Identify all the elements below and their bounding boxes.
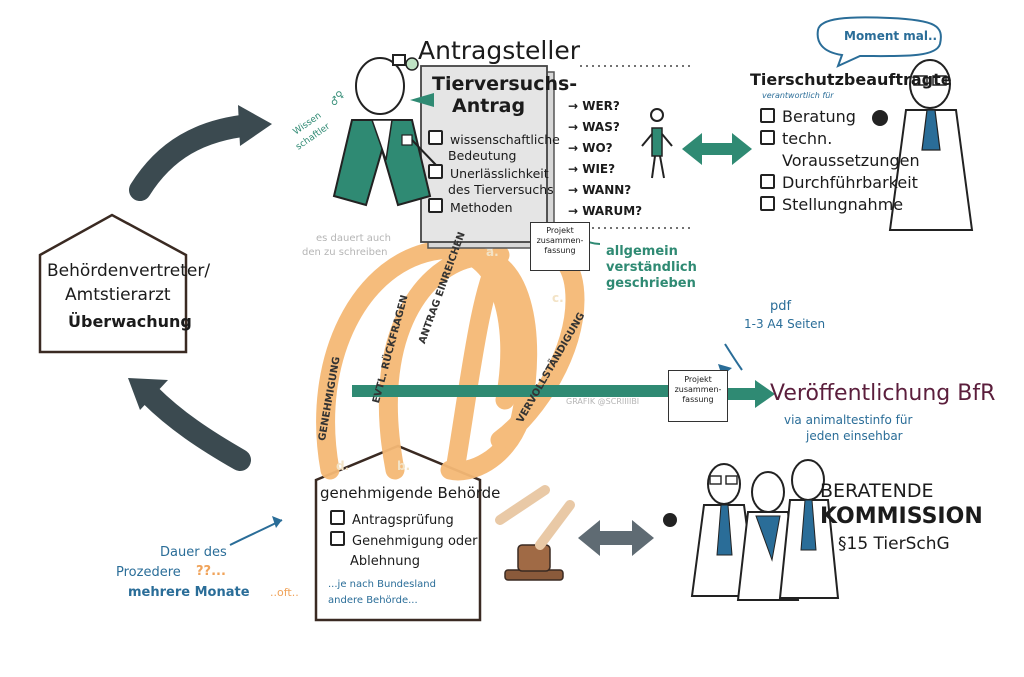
- authority-line3: Überwachung: [68, 312, 192, 331]
- checkbox-icon: [428, 164, 443, 179]
- question-item: → WARUM?: [568, 204, 643, 218]
- speech-text: Moment mal..: [844, 29, 938, 43]
- gavel: [495, 485, 575, 581]
- authority-line1: Behördenvertreter/: [47, 261, 211, 281]
- grey-arrow-bar: [598, 531, 632, 545]
- loop-d: [316, 240, 520, 480]
- pdf-note-2: 1-3 A4 Seiten: [744, 317, 826, 331]
- applicant-title: Antragsteller: [418, 36, 580, 65]
- approving-item: Ablehnung: [350, 554, 420, 569]
- question-item: → WAS?: [568, 120, 620, 134]
- officer-items: Beratung techn. Voraussetzungen Durchfüh…: [760, 106, 920, 216]
- approving-items: Antragsprüfung Genehmigung oder Ablehnun…: [330, 510, 478, 572]
- commission-figures: [663, 459, 840, 601]
- officer-item: Beratung: [760, 106, 920, 128]
- speech-bubble: [816, 16, 942, 68]
- arrow-down-head: [128, 378, 168, 410]
- pdf-arrow: [724, 343, 743, 371]
- commission-line2: KOMMISSION: [820, 504, 983, 529]
- house-outline-left: [38, 213, 188, 354]
- publication-sub-2: jeden einsehbar: [806, 429, 903, 443]
- question-item: → WIE?: [568, 162, 616, 176]
- arrow-up-head: [238, 105, 272, 146]
- scientist-figure: [332, 54, 437, 207]
- officer-title: Tierschutzbeauftragte: [750, 70, 952, 89]
- loop-b-label: b.: [397, 459, 411, 473]
- approving-footnote-1: ...je nach Bundesland: [328, 579, 436, 590]
- duration-line3: mehrere Monate: [128, 585, 250, 600]
- arrow-up-curved: [129, 114, 261, 201]
- double-arrow-bar: [700, 143, 734, 155]
- publication-title: Veröffentlichung BfR: [770, 381, 996, 406]
- question-item: → WO?: [568, 141, 613, 155]
- authority-line2: Amtstierarzt: [65, 285, 171, 305]
- publication-card: Projekt zusammen- fassung: [668, 370, 728, 422]
- duration-line1: Dauer des: [160, 545, 227, 560]
- summary-note: allgemein verständlich geschrieben: [606, 244, 697, 291]
- commission-line1: BERATENDE: [820, 480, 934, 502]
- application-item: Unerlässlichkeit: [428, 164, 560, 182]
- summary-card: Projekt zusammen- fassung: [530, 222, 590, 271]
- duration-line2: Prozedere: [116, 565, 181, 580]
- questions-list: → WER? → WAS? → WO? → WIE? → WANN? → WAR…: [568, 96, 642, 222]
- checkbox-icon: [428, 130, 443, 145]
- grey-arrow-left-head: [578, 520, 600, 556]
- publication-bar: [352, 385, 672, 397]
- application-item: wissenschaftliche: [428, 130, 560, 148]
- application-title-1: Tierversuchs-: [432, 73, 578, 95]
- duration-tail: ..oft..: [270, 586, 299, 599]
- application-item: Bedeutung: [448, 148, 517, 163]
- duration-marks: ??...: [196, 564, 226, 579]
- officer-item: Voraussetzungen: [782, 151, 920, 170]
- officer-figure: [872, 59, 974, 231]
- question-item: → WANN?: [568, 183, 632, 197]
- watermark: GRAFIK @SCRIIIIBI: [566, 397, 640, 406]
- publication-sub-1: via animaltestinfo für: [784, 413, 913, 427]
- applicant-caption-2: den zu schreiben: [302, 247, 388, 258]
- officer-responsible: verantwortlich für: [762, 91, 834, 100]
- pdf-note-1: pdf: [770, 299, 792, 314]
- approving-item: Genehmigung oder: [330, 531, 478, 552]
- loop-a-label: a.: [486, 245, 499, 259]
- approving-title: genehmigende Behörde: [320, 484, 501, 502]
- application-item: Methoden: [428, 198, 560, 216]
- publication-bar-right: [720, 388, 758, 400]
- application-item: des Tierversuchs: [448, 182, 554, 197]
- officer-item: Stellungnahme: [760, 194, 920, 216]
- question-item: → WER?: [568, 99, 620, 113]
- commission-line3: §15 TierSchG: [838, 534, 950, 554]
- arrow-down-curved: [139, 384, 251, 471]
- stick-figure: [641, 108, 673, 179]
- application-title-2: Antrag: [452, 95, 526, 117]
- loop-c-label: c.: [552, 291, 564, 305]
- officer-item: Durchführbarkeit: [760, 172, 920, 194]
- checkbox-icon: [428, 198, 443, 213]
- double-arrow-right-head: [732, 133, 752, 165]
- duration-arrow: [229, 519, 283, 546]
- loop-a: [445, 245, 510, 480]
- publication-arrow-head: [755, 380, 775, 408]
- loop-d-label: d.: [336, 459, 350, 473]
- approving-item: Antragsprüfung: [330, 510, 478, 531]
- approving-footnote-2: andere Behörde...: [328, 595, 418, 606]
- grey-arrow-right-head: [632, 520, 654, 556]
- double-arrow-left-head: [682, 133, 702, 165]
- application-items: wissenschaftliche Bedeutung Unerlässlich…: [428, 130, 560, 216]
- loop-b: [378, 248, 538, 481]
- officer-item: techn.: [760, 128, 920, 150]
- applicant-caption-1: es dauert auch: [316, 233, 392, 244]
